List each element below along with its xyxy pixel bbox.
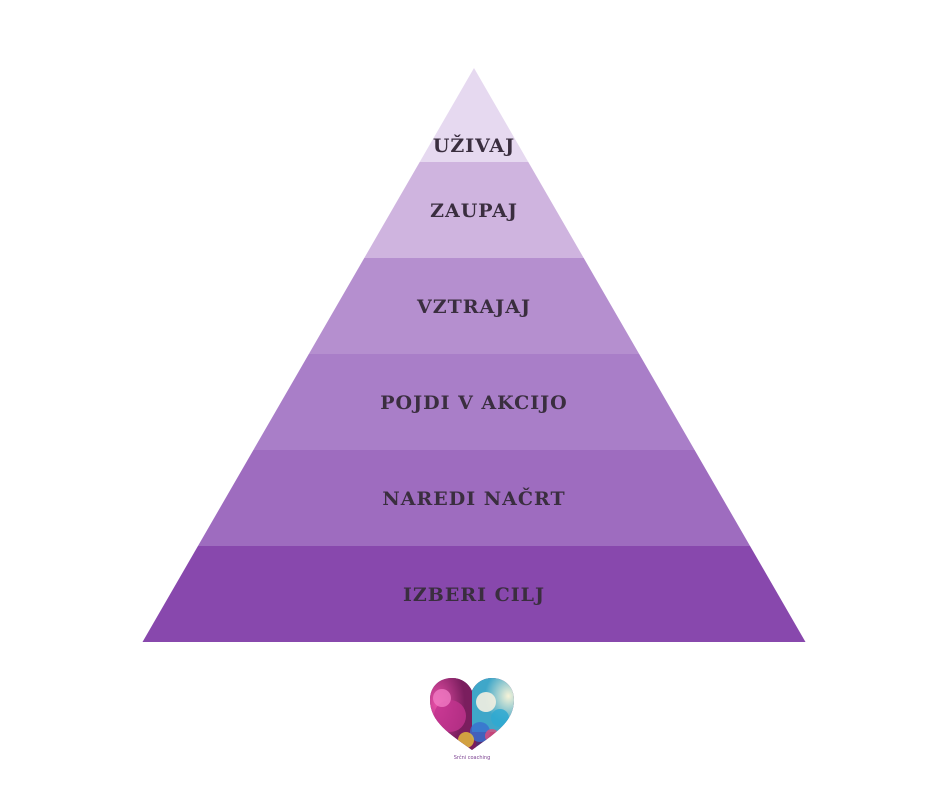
heart-image	[430, 678, 514, 750]
pyramid-tier-6	[142, 546, 806, 642]
pyramid-tier-5	[197, 450, 751, 546]
pyramid-tier-3	[308, 258, 640, 354]
pyramid-tier-label-6: IZBERI CILJ	[403, 584, 545, 606]
pyramid-tier-label-3: VZTRAJAJ	[416, 296, 531, 318]
heart-logo: Srčni coaching	[430, 678, 514, 761]
pyramid-tier-label-2: ZAUPAJ	[430, 200, 518, 222]
pyramid-tier-2	[364, 162, 584, 258]
pyramid-tier-label-1: UŽIVAJ	[433, 134, 515, 157]
pyramid-tier-label-5: NAREDI NAČRT	[382, 487, 565, 510]
logo-caption: Srčni coaching	[454, 754, 491, 761]
pyramid-tier-1	[419, 68, 529, 162]
pyramid-tier-label-4: POJDI V AKCIJO	[380, 392, 567, 414]
pyramid-tier-4	[253, 354, 695, 450]
